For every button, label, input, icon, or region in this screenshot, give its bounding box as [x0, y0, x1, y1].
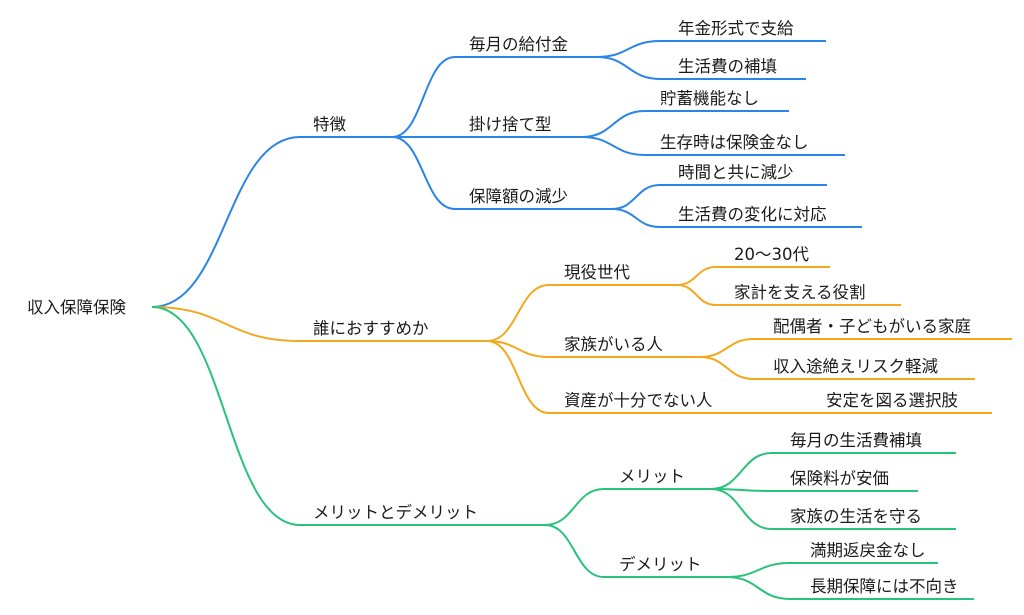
topic-label-0-2: 保障額の減少: [469, 187, 568, 206]
edge-topic-0-0-to-leaf-1: [596, 56, 661, 80]
branch-label-2: メリットとデメリット: [313, 502, 478, 522]
topic-label-0-0: 毎月の給付金: [469, 35, 569, 54]
leaf-label-2-0-0: 毎月の生活費補填: [790, 431, 922, 450]
edge-topic-1-1-to-leaf-1: [699, 356, 755, 380]
leaf-label-1-0-1: 家計を支える役割: [734, 283, 866, 302]
leaf-label-1-0-0: 20〜30代: [734, 245, 809, 264]
edge-root-to-branch-0: [151, 136, 301, 308]
edge-topic-1-0-to-leaf-0: [676, 266, 717, 286]
edge-topic-0-1-to-leaf-0: [581, 110, 646, 138]
edge-topic-0-1-to-leaf-1: [581, 136, 646, 156]
topic-label-2-1: デメリット: [619, 554, 702, 574]
topic-label-1-2: 資産が十分でない人: [564, 391, 713, 410]
edge-root-to-branch-2: [151, 306, 301, 526]
edge-branch-1-to-topic-0: [486, 284, 550, 342]
branch-label-1: 誰におすすめか: [313, 319, 429, 338]
edge-root-to-branch-1: [151, 306, 301, 342]
leaf-label-0-2-1: 生活費の変化に対応: [678, 205, 827, 224]
topic-label-1-0: 現役世代: [564, 263, 631, 282]
topic-label-2-0: メリット: [619, 467, 685, 486]
edge-branch-1-to-topic-2: [486, 340, 550, 414]
leaf-label-0-0-0: 年金形式で支給: [678, 19, 794, 38]
edge-topic-1-0-to-leaf-1: [676, 284, 717, 306]
edge-topic-0-2-to-leaf-0: [611, 184, 661, 210]
edge-branch-1-to-topic-1: [486, 340, 550, 358]
leaf-label-2-0-2: 家族の生活を守る: [790, 507, 922, 526]
edge-topic-2-1-to-leaf-1: [726, 576, 791, 600]
edge-branch-0-to-topic-0: [391, 56, 456, 138]
branch-label-0: 特徴: [313, 115, 347, 134]
leaf-label-1-1-0: 配偶者・子どもがいる家庭: [773, 317, 971, 336]
leaf-label-2-1-0: 満期返戻金なし: [810, 541, 926, 560]
edge-topic-0-2-to-leaf-1: [611, 208, 661, 228]
leaf-label-2-0-1: 保険料が安価: [790, 469, 889, 488]
edge-topic-2-0-to-leaf-2: [710, 488, 773, 530]
edge-branch-2-to-topic-0: [544, 488, 605, 526]
edge-branch-0-to-topic-2: [391, 136, 456, 210]
root-node-label: 収入保障保険: [27, 298, 127, 317]
leaf-label-0-0-1: 生活費の補填: [678, 57, 777, 76]
leaf-label-2-1-1: 長期保障には不向き: [810, 577, 959, 596]
leaf-label-1-1-1: 収入途絶えリスク軽減: [773, 357, 939, 376]
edge-branch-2-to-topic-1: [544, 524, 605, 578]
edge-topic-2-0-to-leaf-0: [710, 452, 773, 490]
topic-label-0-1: 掛け捨て型: [469, 115, 552, 134]
leaf-label-1-2-0: 安定を図る選択肢: [826, 391, 958, 410]
leaf-label-0-1-1: 生存時は保険金なし: [660, 133, 809, 152]
mind-map-edges: [151, 40, 1012, 600]
edge-topic-2-1-to-leaf-0: [726, 562, 791, 578]
edge-topic-1-1-to-leaf-0: [699, 338, 755, 358]
topic-label-1-1: 家族がいる人: [564, 335, 663, 354]
edge-topic-0-0-to-leaf-0: [596, 40, 661, 58]
leaf-label-0-2-0: 時間と共に減少: [678, 163, 794, 182]
leaf-label-0-1-0: 貯蓄機能なし: [660, 89, 759, 108]
